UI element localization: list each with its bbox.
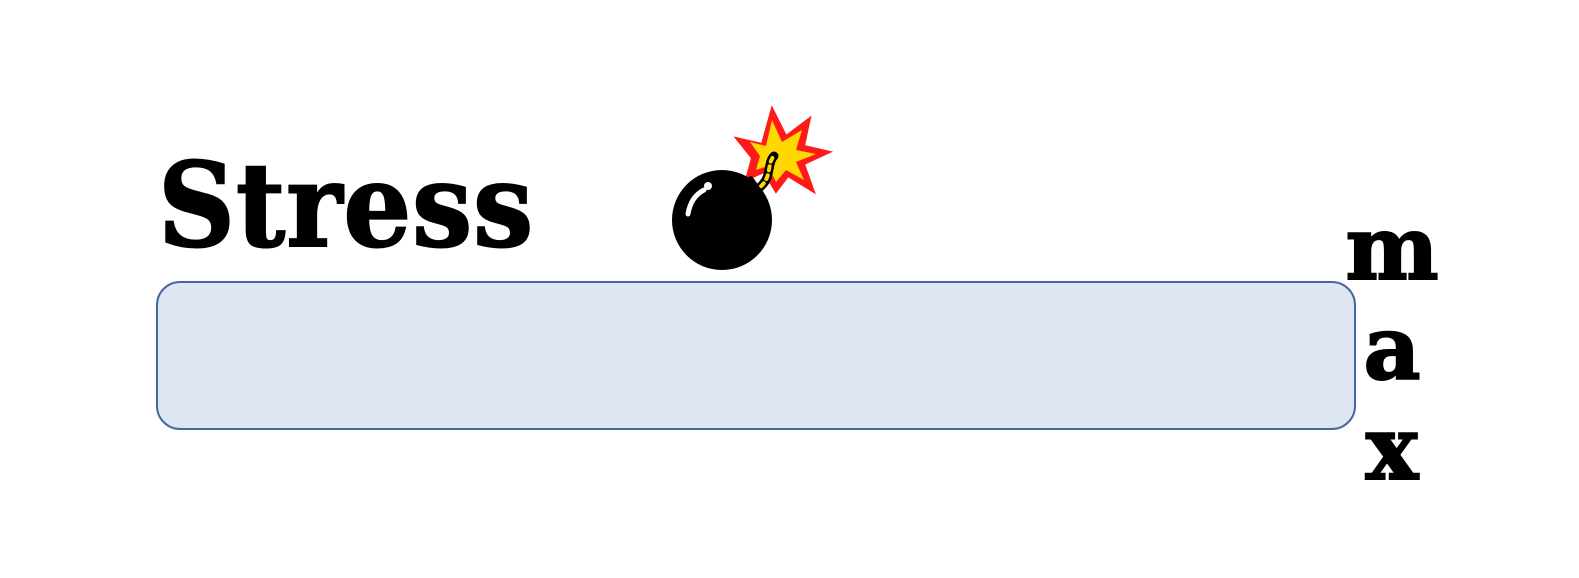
stress-title: Stress [157,138,535,274]
stress-meter-bar [156,281,1356,430]
bomb-body [672,170,772,270]
bomb-icon [672,105,834,270]
max-label: max [1336,195,1448,497]
max-label-text: max [1339,195,1445,497]
